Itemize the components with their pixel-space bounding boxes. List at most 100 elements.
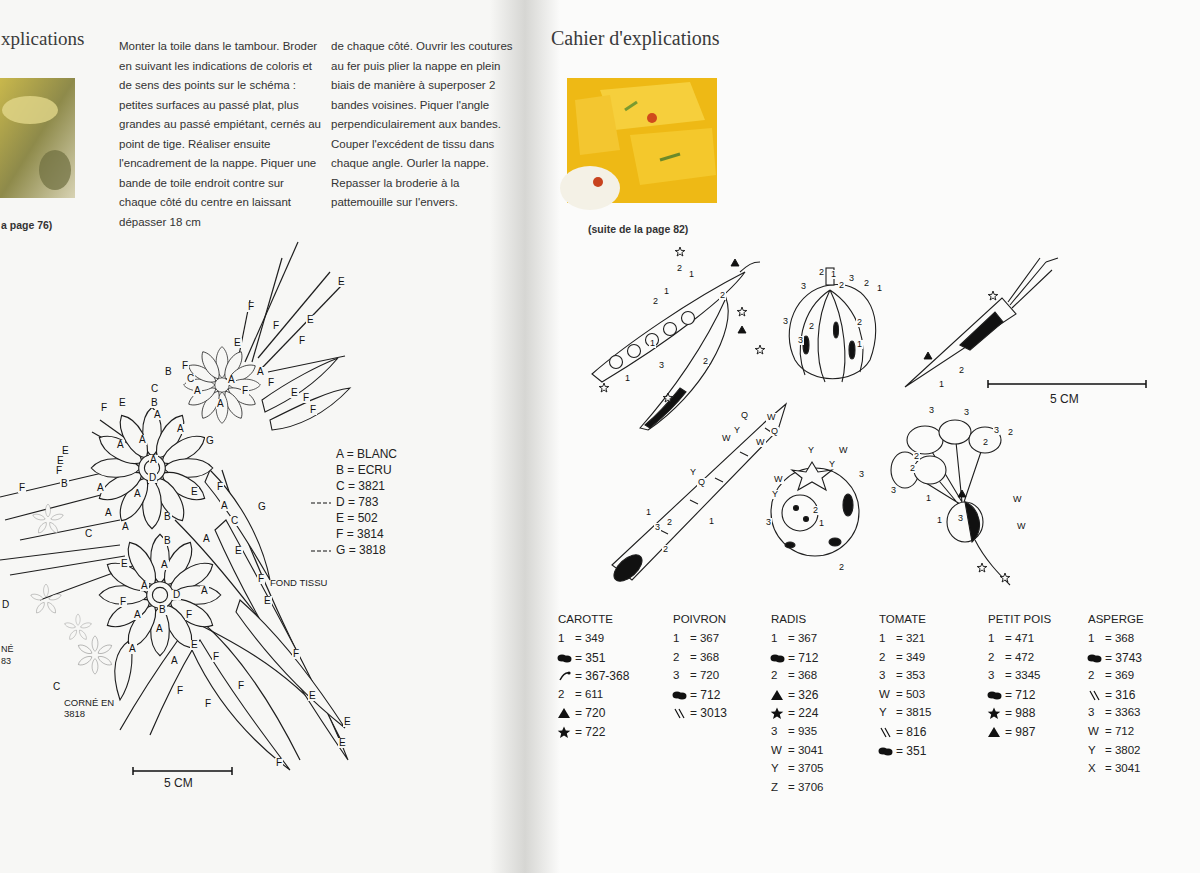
callout-number: 1 <box>818 519 825 528</box>
callout-number: 1 <box>688 270 695 279</box>
callout-letter: A <box>155 624 164 634</box>
callout-number: 2 <box>863 279 870 288</box>
callout-number: 3 <box>797 336 804 345</box>
key-value: = 3706 <box>788 781 824 795</box>
legend-sample <box>987 707 1003 719</box>
callout-number: 3 <box>858 470 865 479</box>
callout-letter: A <box>133 489 142 499</box>
callout-number: 1 <box>708 517 715 526</box>
key-value: = 321 <box>896 632 925 646</box>
callout-letter: F <box>292 649 300 659</box>
callout-letter: F <box>204 699 212 709</box>
callout-number: Y <box>689 468 697 477</box>
region-label: FOND TISSU <box>270 577 327 588</box>
key-value: = 720 <box>690 669 719 683</box>
key-code: 3 <box>771 725 777 739</box>
callout-number: 2 <box>676 264 683 273</box>
legend-sample <box>770 689 786 701</box>
bouquet-leaves <box>115 358 350 770</box>
callout-number: W <box>1016 522 1027 531</box>
legend-text: = 712 <box>1005 688 1035 702</box>
key-value: = 367 <box>690 632 719 646</box>
callout-number: 2 <box>982 438 989 447</box>
color-key: A = BLANC <box>336 447 397 461</box>
callout-number: 1 <box>663 287 670 296</box>
key-value: = 3705 <box>788 762 824 776</box>
legend-sample <box>987 726 1003 738</box>
key-value: = 369 <box>1105 669 1134 683</box>
callout-letter: E <box>234 546 243 556</box>
legend-sample <box>770 707 786 719</box>
callout-letter: A <box>140 581 149 591</box>
key-code: 2 <box>1088 669 1094 683</box>
color-key: F = 3814 <box>336 527 384 541</box>
callout-letter: F <box>212 652 220 662</box>
callout-number: Q <box>697 478 706 487</box>
key-code: W <box>879 688 890 702</box>
key-value: = 349 <box>575 632 604 646</box>
stitch-symbols <box>599 247 1010 582</box>
bouquet-stems <box>0 242 345 760</box>
callout-letter: E <box>190 487 199 497</box>
body-text: de chaque côté. Ouvrir les coutures au f… <box>331 37 523 213</box>
table-header: TOMATE <box>879 613 926 627</box>
legend-text: = 316 <box>1105 688 1135 702</box>
callout-letter: D <box>1 600 10 610</box>
key-code: 2 <box>673 651 679 665</box>
callout-number: W <box>755 438 766 447</box>
legend-text: = 351 <box>575 651 605 665</box>
callout-letter: E <box>343 717 352 727</box>
key-code: 1 <box>673 632 679 646</box>
callout-letter: F <box>309 405 317 415</box>
callout-number: Y <box>807 446 815 455</box>
callout-letter: E <box>338 738 347 748</box>
legend-text: = 351 <box>896 744 926 758</box>
callout-number: 3 <box>654 523 661 532</box>
key-code: 1 <box>771 632 777 646</box>
callout-letter: E <box>263 596 272 606</box>
callout-letter: A <box>193 386 202 396</box>
callout-number: 3 <box>928 406 935 415</box>
legend-sample <box>310 497 332 509</box>
callout-letter: A <box>128 644 137 654</box>
key-value: = 712 <box>1105 725 1134 739</box>
callout-number: 1 <box>876 284 883 293</box>
legend-text: = 988 <box>1005 706 1035 720</box>
scale-bars <box>133 380 1146 775</box>
table-header: ASPERGE <box>1088 613 1144 627</box>
key-code: 2 <box>771 669 777 683</box>
callout-number: 2 <box>662 545 669 554</box>
callout-number: 2 <box>1007 428 1014 437</box>
callout-letter: E <box>306 315 315 325</box>
legend-sample <box>672 707 688 719</box>
legend-sample <box>672 689 688 701</box>
callout-number: 3 <box>890 486 897 495</box>
legend-text: = 326 <box>788 688 818 702</box>
key-value: = 935 <box>788 725 817 739</box>
callout-letter: C <box>230 516 239 526</box>
callout-letter: F <box>185 610 193 620</box>
callout-number: W <box>766 413 777 422</box>
legend-text: = 3743 <box>1105 651 1142 665</box>
key-code: 1 <box>879 632 885 646</box>
cut-label: NÉ <box>1 644 14 655</box>
callout-letter: F <box>267 378 275 388</box>
callout-letter: B <box>163 536 172 546</box>
callout-number: 2 <box>808 322 815 331</box>
callout-letter: A <box>96 483 105 493</box>
key-value: = 472 <box>1005 651 1034 665</box>
note-label: CORNÉ EN 3818 <box>64 697 122 720</box>
legend-sample <box>557 670 573 682</box>
scale-label: 5 CM <box>1050 392 1079 406</box>
callout-letter: F <box>216 482 224 492</box>
callout-number: 2 <box>666 518 673 527</box>
callout-number: 1 <box>925 494 932 503</box>
table-header: PETIT POIS <box>988 613 1051 627</box>
legend-text: = 367-368 <box>575 669 629 683</box>
key-value: = 611 <box>575 688 603 702</box>
key-value: = 471 <box>1005 632 1034 646</box>
callout-letter: A <box>160 560 169 570</box>
key-value: = 3345 <box>1005 669 1041 683</box>
table-header: RADIS <box>771 613 806 627</box>
key-value: = 3802 <box>1105 744 1141 758</box>
